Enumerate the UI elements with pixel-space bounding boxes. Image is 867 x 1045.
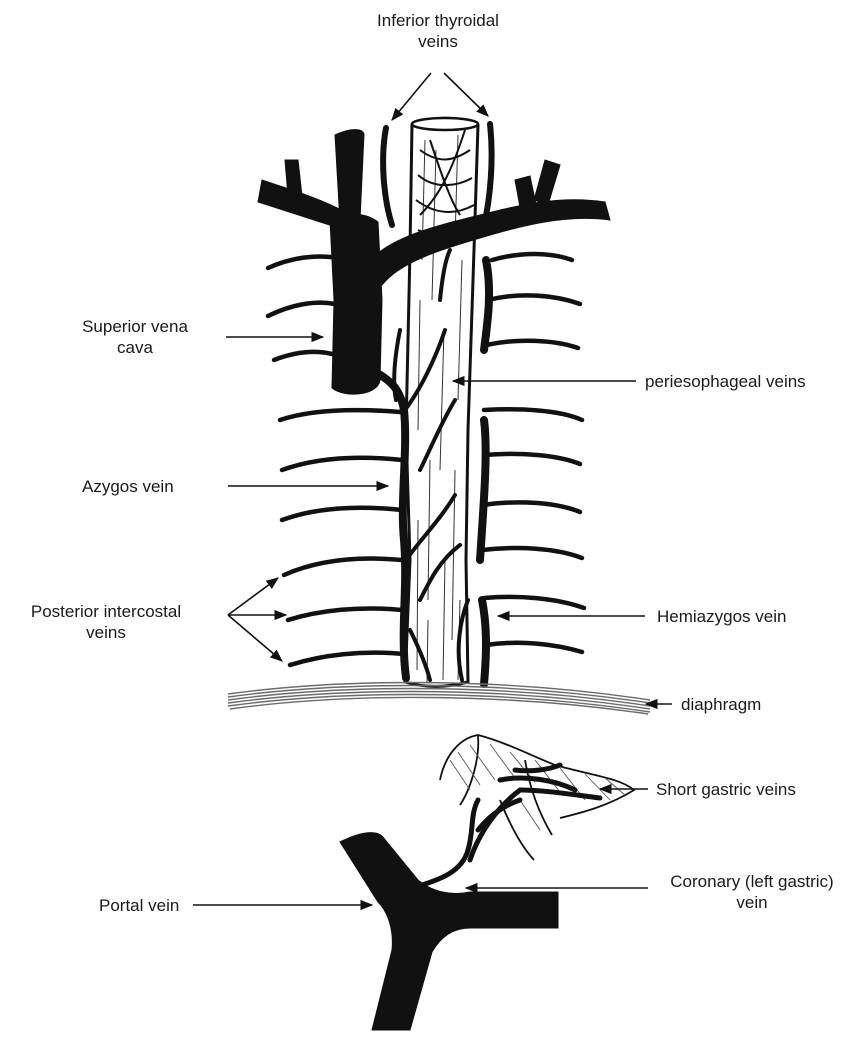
posterior-intercostal-veins-right: [482, 254, 584, 652]
label-portal-vein: Portal vein: [99, 895, 179, 916]
hemiazygos-vein: [480, 260, 489, 684]
label-coronary-left-gastric-vein: Coronary (left gastric) vein: [652, 871, 852, 913]
label-diaphragm: diaphragm: [681, 694, 761, 715]
label-hemiazygos-vein: Hemiazygos vein: [657, 606, 786, 627]
azygos-vein: [372, 370, 406, 678]
label-posterior-intercostal-veins: Posterior intercostal veins: [6, 601, 206, 643]
label-azygos-vein: Azygos vein: [82, 476, 174, 497]
coronary-vein: [412, 800, 478, 888]
label-short-gastric-veins: Short gastric veins: [656, 779, 796, 800]
label-inferior-thyroidal-veins: Inferior thyroidal veins: [348, 10, 528, 52]
portal-vein: [340, 833, 558, 1030]
label-superior-vena-cava: Superior vena cava: [60, 316, 210, 358]
label-periesophageal-veins: periesophageal veins: [645, 371, 806, 392]
